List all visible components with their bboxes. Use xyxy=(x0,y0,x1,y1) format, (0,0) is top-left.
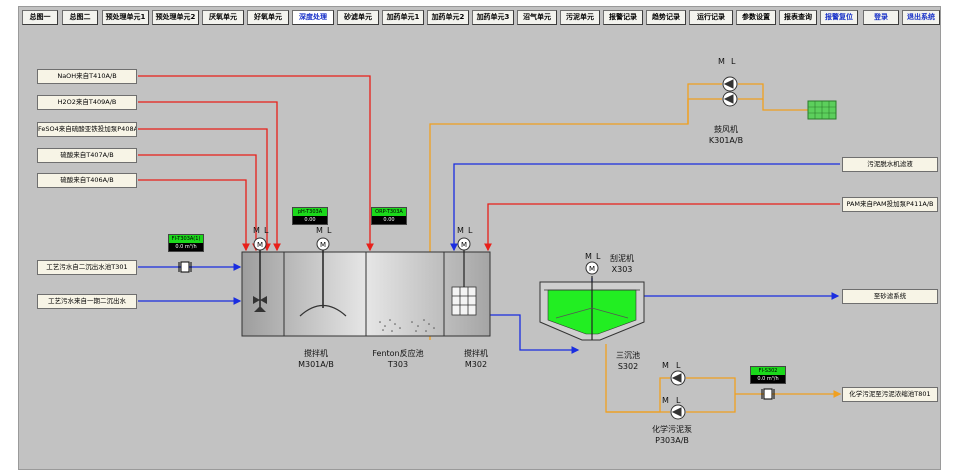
fenton-code: T303 xyxy=(387,360,409,369)
motor-l-label: L xyxy=(327,226,332,235)
nav-overview-2[interactable]: 总图二 xyxy=(62,10,98,25)
motor-m-label: M xyxy=(316,226,323,235)
orp-meter: ORP-T303A 0.00 xyxy=(371,207,407,225)
nav-report-query[interactable]: 报表查询 xyxy=(779,10,817,25)
flow-meter-sludge: FI-S302 0.0 m³/h xyxy=(750,366,786,384)
nav-alarm-records[interactable]: 报警记录 xyxy=(603,10,643,25)
meter-value: 0.00 xyxy=(304,217,316,223)
clarifier-code: S302 xyxy=(617,362,639,371)
scraper-label: 刮泥机 xyxy=(610,254,634,263)
nav-overview-1[interactable]: 总图一 xyxy=(22,10,58,25)
motor-l-label: L xyxy=(676,396,681,405)
sludge-pump-code: P303A/B xyxy=(655,436,689,445)
dosing-lines xyxy=(138,75,840,252)
motor-l-label: L xyxy=(264,226,269,235)
nav-aerobic[interactable]: 好氧单元 xyxy=(247,10,289,25)
top-nav-bar: 总图一 总图二 预处理单元1 预处理单元2 厌氧单元 好氧单元 深度处理 砂滤单… xyxy=(22,10,942,26)
scraper-code: X303 xyxy=(611,265,633,274)
svg-text:M: M xyxy=(589,265,595,273)
nav-dosing-1[interactable]: 加药单元1 xyxy=(382,10,424,25)
nav-dosing-3[interactable]: 加药单元3 xyxy=(472,10,514,25)
meter-value: 0.00 xyxy=(383,217,395,223)
ph-meter: pH-T303A 0.00 xyxy=(292,207,328,225)
nav-parameter-settings[interactable]: 参数设置 xyxy=(736,10,776,25)
source-acid[interactable]: 硫酸来自T407A/B xyxy=(37,148,137,163)
meter-tag: ORP-T303A xyxy=(372,208,406,216)
motor-m-label: M xyxy=(662,361,669,370)
reaction-tank xyxy=(241,250,491,337)
source-naoh[interactable]: NaOH来自T410A/B xyxy=(37,69,137,84)
fenton-label: Fenton反应池 xyxy=(372,349,424,358)
nav-run-records[interactable]: 运行记录 xyxy=(689,10,733,25)
nav-pretreatment-2[interactable]: 预处理单元2 xyxy=(152,10,199,25)
blower-code: K301A/B xyxy=(708,136,744,145)
nav-biogas[interactable]: 沼气单元 xyxy=(517,10,557,25)
svg-text:M: M xyxy=(320,241,326,249)
meter-tag: pH-T303A xyxy=(293,208,327,216)
nav-anaerobic[interactable]: 厌氧单元 xyxy=(202,10,244,25)
nav-sludge[interactable]: 污泥单元 xyxy=(560,10,600,25)
flow-meter-inlet: FI-T303A(1) 0.0 m³/h xyxy=(168,234,204,252)
meter-value: 0.0 m³/h xyxy=(175,244,197,250)
motor-m-label: M xyxy=(718,57,725,66)
nav-advanced-treatment[interactable]: 深度处理 xyxy=(292,10,334,25)
exit-system-button[interactable]: 退出系统 xyxy=(902,10,940,25)
meter-value: 0.0 m³/h xyxy=(757,376,779,382)
source-feso4[interactable]: FeSO4来自硫酸亚铁投加泵P408A/B xyxy=(37,122,137,137)
mixer-2-code: M302 xyxy=(464,360,488,369)
to-sludge-tank[interactable]: 化学污泥至污泥浓缩池T801 xyxy=(842,387,938,402)
mixer-1-label: 搅拌机 xyxy=(304,349,328,358)
sludge-pump-label: 化学污泥泵 xyxy=(652,425,692,434)
inlet-phase1[interactable]: 工艺污水来自一期二沉出水 xyxy=(37,294,137,309)
inlet-valve xyxy=(178,261,192,273)
inlet-from-t301[interactable]: 工艺污水自二沉出水池T301 xyxy=(37,260,137,275)
blower-pumps xyxy=(722,76,738,107)
nav-sand-filter[interactable]: 砂滤单元 xyxy=(337,10,379,25)
sludge-dewater-filtrate[interactable]: 污泥脱水机滤液 xyxy=(842,157,938,172)
blower-label: 鼓风机 xyxy=(714,125,738,134)
clarifier-label: 三沉池 xyxy=(616,351,640,360)
nav-dosing-2[interactable]: 加药单元2 xyxy=(427,10,469,25)
outlet-valve xyxy=(761,388,775,400)
nav-trend-records[interactable]: 趋势记录 xyxy=(646,10,686,25)
svg-text:M: M xyxy=(257,241,263,249)
motor-l-label: L xyxy=(731,57,736,66)
motor-l-label: L xyxy=(468,226,473,235)
motor-m-label: M xyxy=(253,226,260,235)
nav-pretreatment-1[interactable]: 预处理单元1 xyxy=(102,10,149,25)
meter-tag: FI-T303A(1) xyxy=(169,235,203,243)
source-h2o2[interactable]: H2O2来自T409A/B xyxy=(37,95,137,110)
motor-l-label: L xyxy=(676,361,681,370)
motor-m-label: M xyxy=(457,226,464,235)
svg-text:M: M xyxy=(461,241,467,249)
motor-m-label: M xyxy=(585,252,592,261)
mixer-2-label: 搅拌机 xyxy=(464,349,488,358)
mixer-1-code: M301A/B xyxy=(298,360,334,369)
meter-tag: FI-S302 xyxy=(751,367,785,375)
alarm-reset-button[interactable]: 报警复位 xyxy=(820,10,858,25)
source-sulfuric[interactable]: 硫酸来自T406A/B xyxy=(37,173,137,188)
motor-l-label: L xyxy=(596,252,601,261)
source-pam[interactable]: PAM来自PAM投加泵P411A/B xyxy=(842,197,938,212)
motor-icons xyxy=(253,237,599,275)
clarifier-tank xyxy=(539,276,645,341)
sludge-pumps xyxy=(670,370,686,420)
to-sand-filter[interactable]: 至砂滤系统 xyxy=(842,289,938,304)
motor-m-label: M xyxy=(662,396,669,405)
login-button[interactable]: 登录 xyxy=(863,10,899,25)
